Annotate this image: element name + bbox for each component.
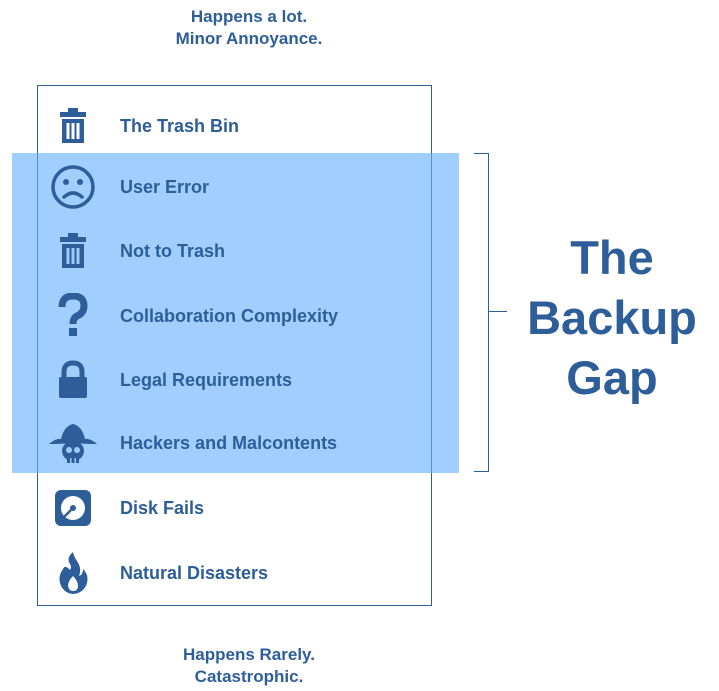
list-item-natural-disasters: Natural Disasters — [48, 548, 428, 598]
list-item-collaboration-complexity: Collaboration Complexity — [48, 291, 428, 341]
list-item-label: Collaboration Complexity — [120, 305, 339, 326]
backup-gap-label-line-2: Backup — [527, 291, 697, 344]
top-caption-line-2: Minor Annoyance. — [175, 29, 323, 48]
list-item-trash-bin: The Trash Bin — [48, 101, 428, 151]
backup-gap-bracket — [474, 153, 489, 472]
sad-face-icon — [48, 162, 98, 212]
list-item-label: User Error — [120, 176, 210, 197]
trash-bin-icon — [48, 226, 98, 276]
list-item-label: Legal Requirements — [120, 369, 293, 390]
list-item-not-to-trash: Not to Trash — [48, 226, 428, 276]
fire-icon — [48, 548, 98, 598]
list-item-label: The Trash Bin — [120, 115, 240, 136]
list-item-user-error: User Error — [48, 162, 428, 212]
padlock-icon — [48, 355, 98, 405]
top-caption: Happens a lot. Minor Annoyance. — [0, 6, 498, 50]
bottom-caption: Happens Rarely. Catastrophic. — [0, 644, 498, 688]
backup-gap-label: The Backup Gap — [505, 228, 719, 408]
list-item-label: Not to Trash — [120, 240, 226, 261]
bottom-caption-line-2: Catastrophic. — [194, 667, 304, 686]
question-mark-icon — [48, 291, 98, 341]
backup-gap-label-line-1: The — [570, 231, 654, 284]
list-item-disk-fails: Disk Fails — [48, 483, 428, 533]
trash-bin-icon — [48, 101, 98, 151]
pirate-skull-icon — [48, 418, 98, 468]
backup-gap-highlight — [12, 153, 459, 473]
bottom-caption-line-1: Happens Rarely. — [183, 645, 315, 664]
list-item-label: Hackers and Malcontents — [120, 432, 338, 453]
list-item-hackers: Hackers and Malcontents — [48, 418, 428, 468]
backup-gap-label-line-3: Gap — [566, 351, 658, 404]
backup-gap-bracket-tick — [489, 311, 507, 312]
top-caption-line-1: Happens a lot. — [190, 7, 308, 26]
list-item-label: Natural Disasters — [120, 562, 269, 583]
list-item-label: Disk Fails — [120, 497, 205, 518]
disk-icon — [48, 483, 98, 533]
list-item-legal-requirements: Legal Requirements — [48, 355, 428, 405]
